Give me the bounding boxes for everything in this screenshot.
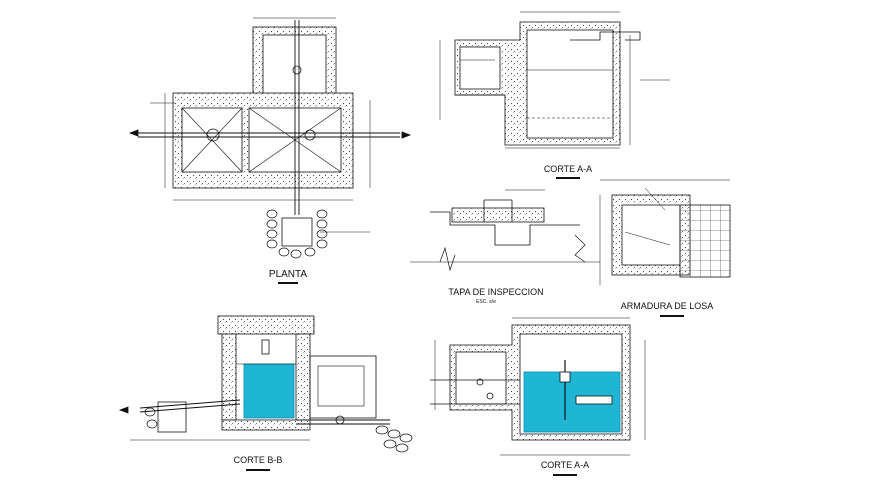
inspection-cover-title: TAPA DE INSPECCION [448, 287, 543, 297]
section-bb [118, 315, 413, 453]
section-bb-title: CORTE B-B [234, 455, 283, 465]
section-bb-hut [309, 355, 377, 419]
section-aa-bottom-title: CORTE A-A [541, 460, 589, 470]
section-bb-left-wall [221, 333, 237, 421]
slab-reinforcement [599, 179, 731, 285]
plan-gravel [266, 209, 328, 259]
section-bb-gravel [144, 407, 413, 453]
plan-view [128, 17, 412, 259]
section-aa-top-tank [526, 29, 614, 139]
inspection-cover [410, 189, 600, 272]
inspection-cover-scale: ESC. s/e [476, 299, 496, 305]
section-aa-bottom-chamber [455, 351, 507, 405]
section-bb-floor [221, 419, 311, 431]
plan-tower-inner [262, 34, 327, 96]
slab-title: ARMADURA DE LOSA [621, 301, 714, 311]
section-aa-top-chamber [459, 46, 501, 90]
section-bb-roof [217, 315, 315, 335]
section-aa-top [439, 11, 670, 149]
slab-inner [621, 204, 681, 266]
section-bb-water [243, 363, 295, 419]
section-aa-bottom [430, 317, 646, 456]
section-aa-top-title: CORTE A-A [544, 164, 592, 174]
inspection-cover-slab [451, 207, 545, 223]
plan-title: PLANTA [269, 269, 307, 280]
plan-valve-box [281, 217, 313, 247]
slab-grid [679, 204, 731, 278]
section-bb-right-wall [295, 333, 311, 421]
